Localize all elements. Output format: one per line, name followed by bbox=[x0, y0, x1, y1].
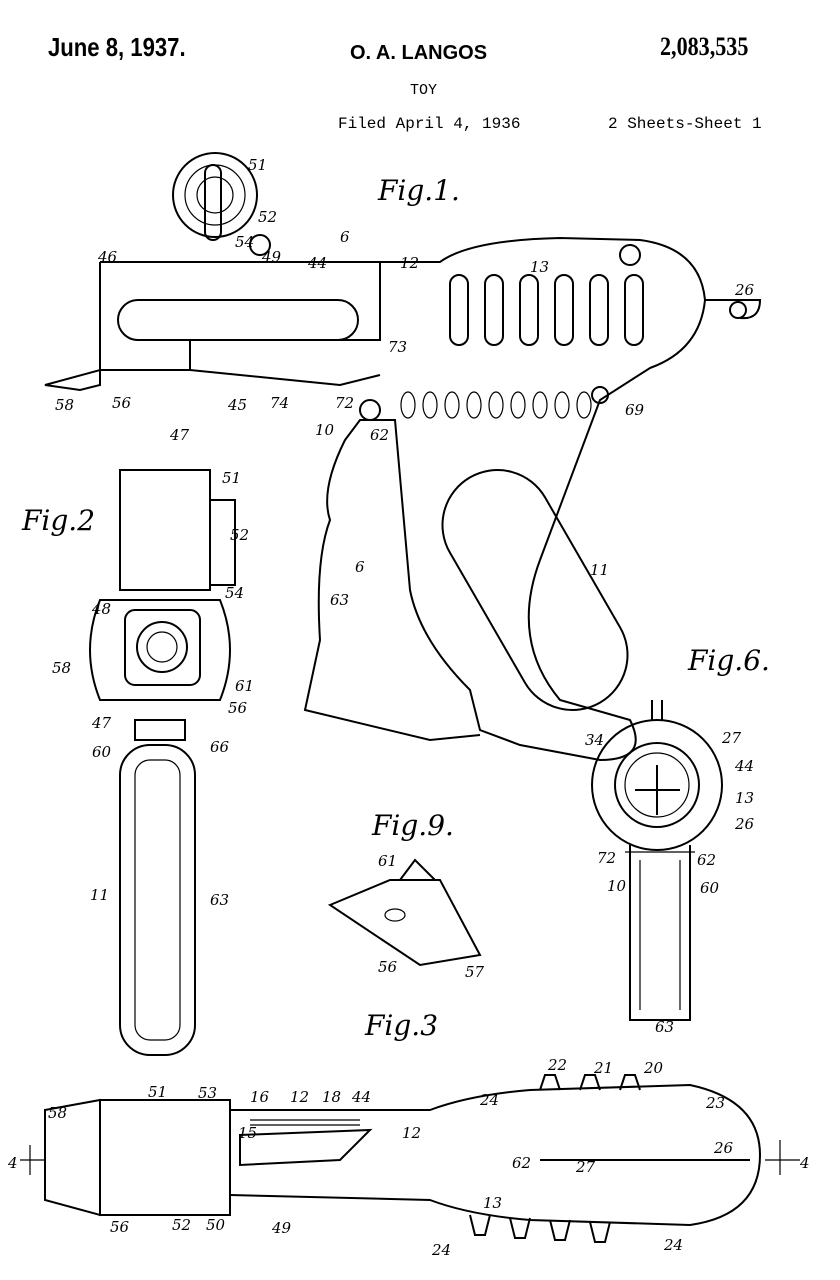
ref-numeral: 51 bbox=[222, 469, 241, 487]
ref-numeral: 74 bbox=[270, 394, 289, 412]
fig2-drawing bbox=[89, 469, 236, 1056]
ref-numeral: 62 bbox=[697, 851, 716, 869]
ref-numeral: 11 bbox=[590, 561, 609, 579]
ref-numeral: 58 bbox=[48, 1104, 67, 1122]
ref-numeral: 44 bbox=[351, 1088, 371, 1106]
fig9-drawing bbox=[327, 858, 482, 967]
ref-numeral: 47 bbox=[91, 714, 112, 732]
ref-numeral: 4 bbox=[799, 1154, 810, 1172]
ref-numeral: 23 bbox=[705, 1094, 725, 1112]
ref-numeral: 22 bbox=[547, 1056, 567, 1074]
ref-numeral: 63 bbox=[655, 1018, 674, 1036]
ref-numeral: 10 bbox=[607, 877, 627, 895]
ref-numeral: 26 bbox=[713, 1139, 734, 1157]
ref-numeral: 24 bbox=[663, 1236, 683, 1254]
ref-numeral: 54 bbox=[235, 233, 254, 251]
fig2-label: Fig.2 bbox=[21, 504, 95, 537]
ref-numeral: 62 bbox=[512, 1154, 531, 1172]
fig9-reference-numerals: 61 56 57 bbox=[378, 852, 485, 981]
ref-numeral: 58 bbox=[55, 396, 74, 414]
ref-numeral: 54 bbox=[225, 584, 244, 602]
inventor-name: O. A. LANGOS bbox=[350, 42, 488, 64]
ref-numeral: 60 bbox=[700, 879, 720, 897]
ref-numeral: 72 bbox=[335, 394, 354, 412]
ref-numeral: 51 bbox=[148, 1083, 167, 1101]
ref-numeral: 61 bbox=[378, 852, 397, 870]
ref-numeral: 11 bbox=[90, 886, 109, 904]
ref-numeral: 72 bbox=[597, 849, 616, 867]
ref-numeral: 16 bbox=[250, 1088, 270, 1106]
fig1-drawing bbox=[44, 152, 762, 762]
ref-numeral: 56 bbox=[112, 394, 132, 412]
ref-numeral: 26 bbox=[734, 815, 755, 833]
ref-numeral: 46 bbox=[97, 248, 118, 266]
patent-number: 2,083,535 bbox=[660, 32, 749, 61]
ref-numeral: 57 bbox=[465, 963, 485, 981]
ref-numeral: 73 bbox=[388, 338, 407, 356]
ref-numeral: 10 bbox=[315, 421, 335, 439]
ref-numeral: 18 bbox=[322, 1088, 341, 1106]
ref-numeral: 66 bbox=[210, 738, 230, 756]
ref-numeral: 6 bbox=[355, 558, 365, 576]
ref-numeral: 13 bbox=[483, 1194, 502, 1212]
ref-numeral: 69 bbox=[625, 401, 645, 419]
ref-numeral: 62 bbox=[370, 426, 389, 444]
ref-numeral: 63 bbox=[330, 591, 349, 609]
ref-numeral: 4 bbox=[7, 1154, 18, 1172]
ref-numeral: 44 bbox=[307, 254, 327, 272]
sheet-count: 2 Sheets-Sheet 1 bbox=[608, 115, 762, 133]
ref-numeral: 47 bbox=[169, 426, 190, 444]
fig6-drawing bbox=[591, 700, 723, 1021]
ref-numeral: 48 bbox=[91, 600, 111, 618]
ref-numeral: 20 bbox=[643, 1059, 664, 1077]
ref-numeral: 56 bbox=[228, 699, 248, 717]
ref-numeral: 52 bbox=[172, 1216, 191, 1234]
ref-numeral: 49 bbox=[261, 248, 282, 266]
fig3-label: Fig.3 bbox=[364, 1009, 438, 1042]
ref-numeral: 34 bbox=[585, 731, 604, 749]
ref-numeral: 12 bbox=[400, 254, 419, 272]
ref-numeral: 13 bbox=[530, 258, 549, 276]
fig1-label: Fig.1. bbox=[377, 174, 460, 207]
ref-numeral: 27 bbox=[575, 1158, 596, 1176]
ref-numeral: 60 bbox=[92, 743, 112, 761]
ref-numeral: 21 bbox=[593, 1059, 613, 1077]
fig9-label: Fig.9. bbox=[371, 809, 454, 842]
ref-numeral: 52 bbox=[258, 208, 277, 226]
ref-numeral: 49 bbox=[271, 1219, 292, 1237]
fig6-reference-numerals: 34 27 44 13 26 72 62 10 60 63 bbox=[585, 729, 755, 1036]
ref-numeral: 58 bbox=[52, 659, 71, 677]
ref-numeral: 6 bbox=[340, 228, 350, 246]
ref-numeral: 52 bbox=[230, 526, 249, 544]
ref-numeral: 45 bbox=[227, 396, 247, 414]
ref-numeral: 12 bbox=[290, 1088, 309, 1106]
ref-numeral: 61 bbox=[235, 677, 254, 695]
ref-numeral: 63 bbox=[210, 891, 229, 909]
fig3-reference-numerals: 58 51 53 16 12 18 44 15 12 24 22 21 20 2… bbox=[7, 1056, 810, 1259]
fig6-label: Fig.6. bbox=[687, 644, 770, 677]
ref-numeral: 44 bbox=[734, 757, 754, 775]
ref-numeral: 50 bbox=[206, 1216, 226, 1234]
ref-numeral: 26 bbox=[734, 281, 755, 299]
ref-numeral: 27 bbox=[721, 729, 742, 747]
ref-numeral: 56 bbox=[110, 1218, 130, 1236]
fig2-reference-numerals: 51 52 54 48 58 61 56 47 60 66 11 63 bbox=[52, 469, 254, 909]
patent-date: June 8, 1937. bbox=[48, 32, 186, 62]
ref-numeral: 24 bbox=[479, 1091, 499, 1109]
ref-numeral: 13 bbox=[735, 789, 754, 807]
ref-numeral: 15 bbox=[238, 1124, 257, 1142]
fig3-drawing bbox=[20, 1074, 800, 1243]
ref-numeral: 56 bbox=[378, 958, 398, 976]
ref-numeral: 51 bbox=[248, 156, 267, 174]
ref-numeral: 12 bbox=[402, 1124, 421, 1142]
ref-numeral: 53 bbox=[198, 1084, 217, 1102]
ref-numeral: 24 bbox=[431, 1241, 451, 1259]
patent-title: TOY bbox=[410, 82, 438, 99]
fig1-reference-numerals: 51 52 54 46 6 49 44 12 13 26 73 58 56 45… bbox=[55, 156, 755, 609]
filed-date: Filed April 4, 1936 bbox=[338, 115, 521, 133]
